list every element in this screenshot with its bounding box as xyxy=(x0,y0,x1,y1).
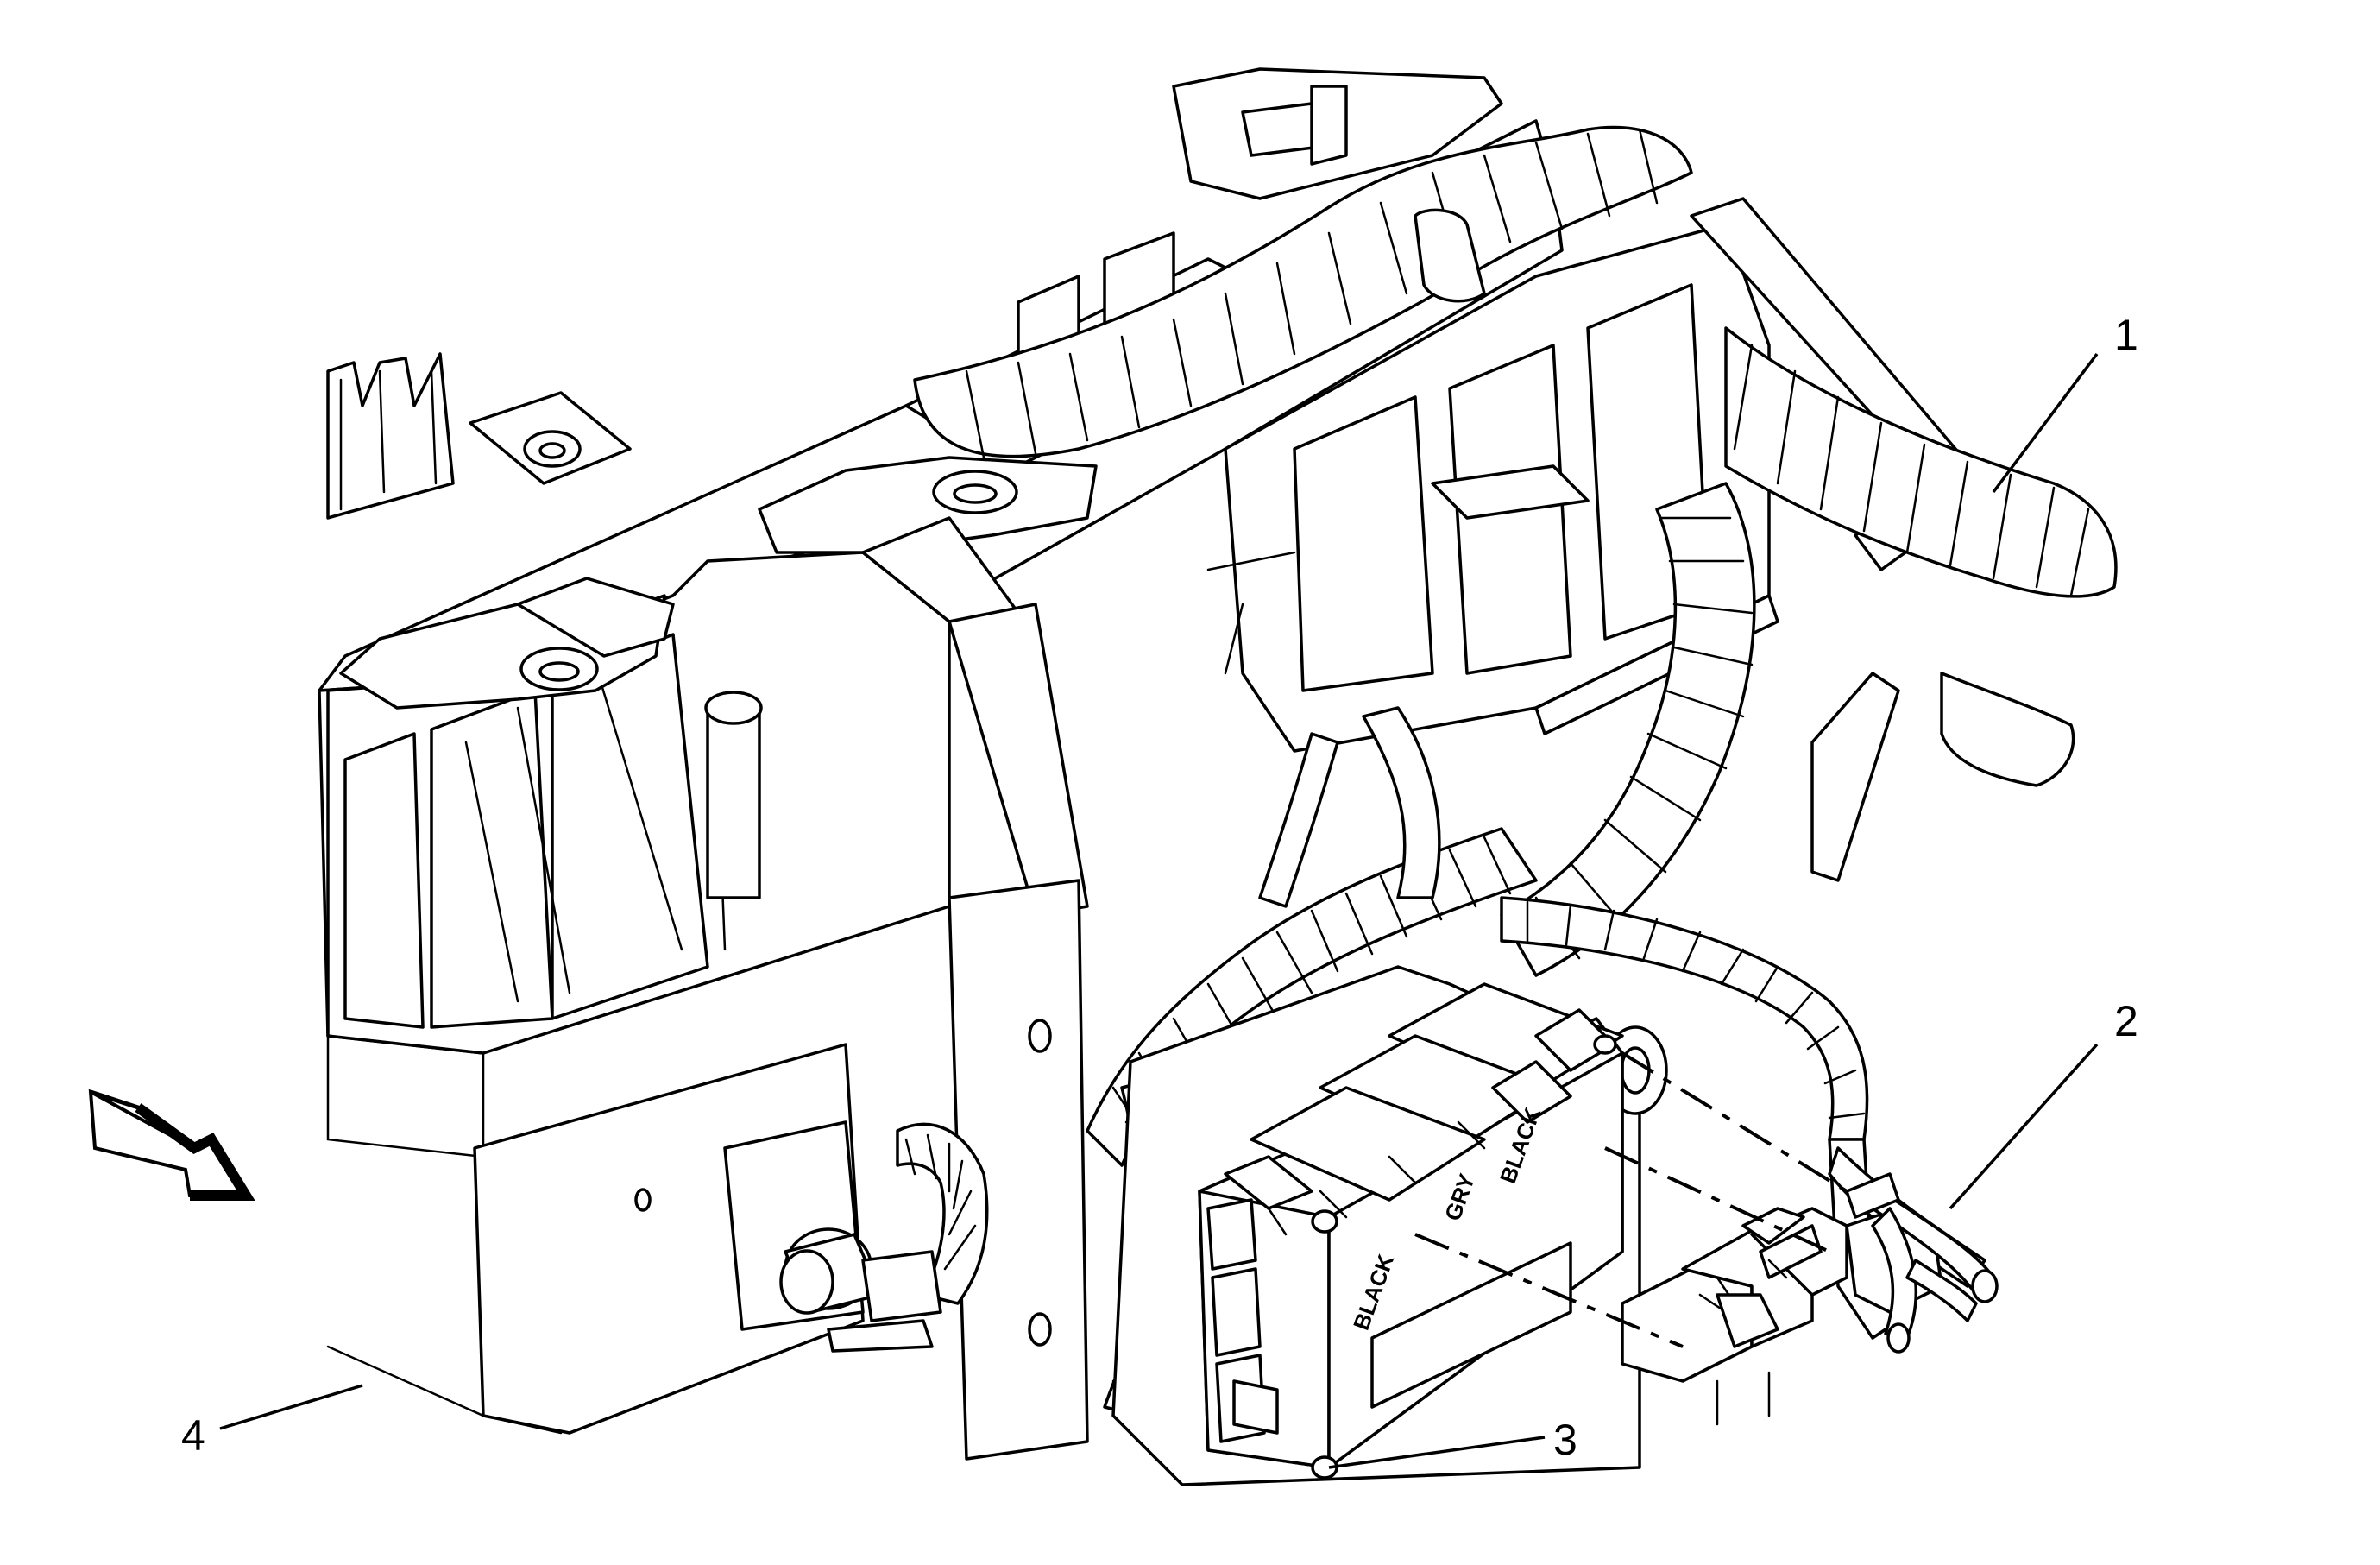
callout-2: 2 xyxy=(2114,997,2138,1045)
callout-1: 1 xyxy=(2114,311,2138,359)
callout-3: 3 xyxy=(1553,1416,1577,1464)
alignment-lines xyxy=(1414,1051,1848,1348)
body-control-module xyxy=(1111,965,1668,1486)
upper-duct-structure xyxy=(904,67,1986,882)
harness-connectors xyxy=(1621,1172,1999,1426)
callout-labels: 1 2 3 4 xyxy=(181,311,2138,1464)
leader-lines xyxy=(219,352,2099,1469)
front-of-vehicle-arrow-icon xyxy=(88,1089,255,1201)
callout-4: 4 xyxy=(181,1411,205,1460)
